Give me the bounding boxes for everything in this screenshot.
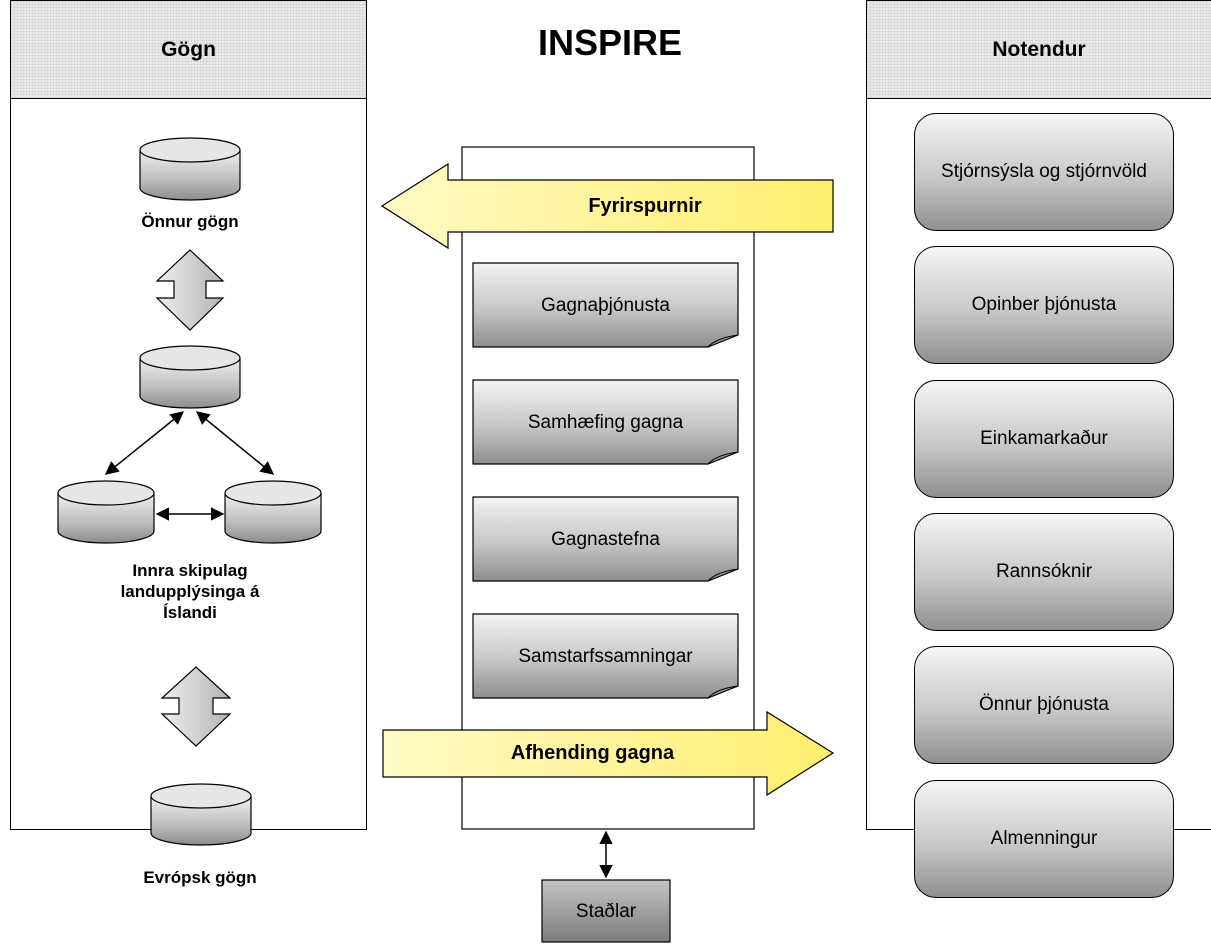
user-box-public-service: Opinber þjónusta (914, 246, 1174, 364)
double-arrow-icon-upper (155, 249, 225, 331)
standards-label: Staðlar (575, 900, 637, 922)
document-label-4: Samstarfssamningar (518, 645, 693, 667)
document-label-1: Gagnaþjónusta (541, 294, 670, 316)
queries-arrow (380, 162, 834, 250)
document-label-3: Gagnastefna (551, 528, 660, 550)
center-frame (461, 146, 755, 830)
database-icon-european (150, 783, 252, 846)
connector-arrow-right (195, 411, 275, 475)
delivery-arrow-label: Afhending gagna (510, 742, 675, 764)
database-icon-left (57, 480, 155, 544)
database-icon-central (139, 345, 241, 409)
infrastructure-label: Innra skipulag landupplýsinga á Íslandi (120, 561, 260, 622)
double-arrow-icon-lower (160, 666, 232, 747)
document-shape-2 (472, 379, 739, 465)
database-icon-other (139, 137, 241, 201)
user-box-public: Almenningur (914, 780, 1174, 898)
user-box-private-market: Einkamarkaður (914, 380, 1174, 498)
page-title: INSPIRE (537, 22, 683, 63)
user-box-government: Stjórnsýsla og stjórnvöld (914, 113, 1174, 231)
document-shape-4 (472, 613, 739, 699)
european-data-label: Evrópsk gögn (143, 868, 257, 887)
document-label-2: Samhæfing gagna (527, 411, 684, 433)
connector-arrow-left (104, 411, 185, 475)
data-panel-header: Gögn (11, 1, 366, 99)
user-box-other-service: Önnur þjónusta (914, 646, 1174, 764)
document-shape-3 (472, 496, 739, 582)
document-shape-1 (472, 262, 739, 348)
standards-box (541, 879, 671, 943)
delivery-arrow (382, 710, 835, 797)
users-panel-header: Notendur (867, 1, 1211, 99)
database-icon-right (224, 480, 322, 544)
queries-arrow-label: Fyrirspurnir (588, 195, 702, 217)
other-data-label: Önnur gögn (141, 212, 239, 231)
user-box-research: Rannsóknir (914, 513, 1174, 631)
